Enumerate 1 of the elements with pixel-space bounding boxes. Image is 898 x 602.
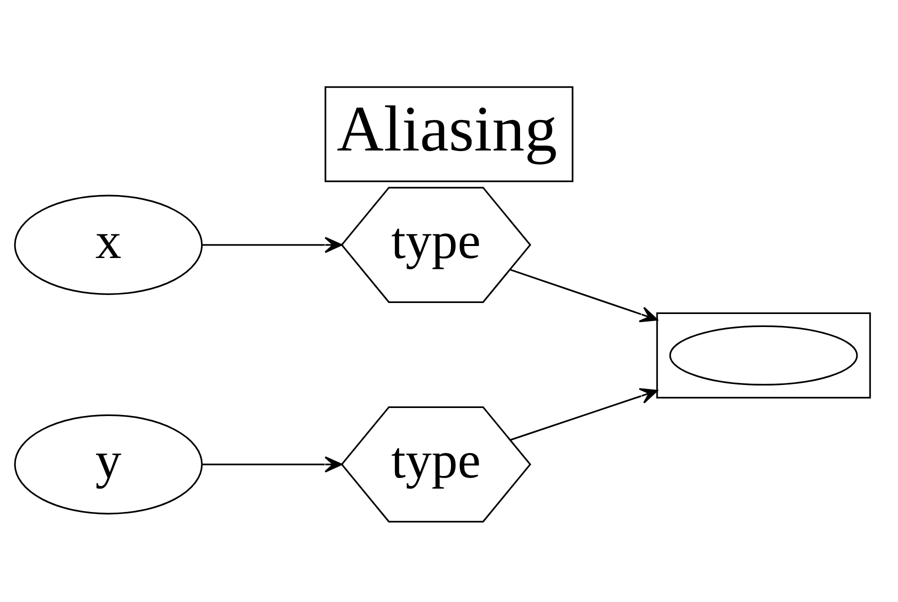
diagram-title: Aliasing — [336, 93, 558, 166]
